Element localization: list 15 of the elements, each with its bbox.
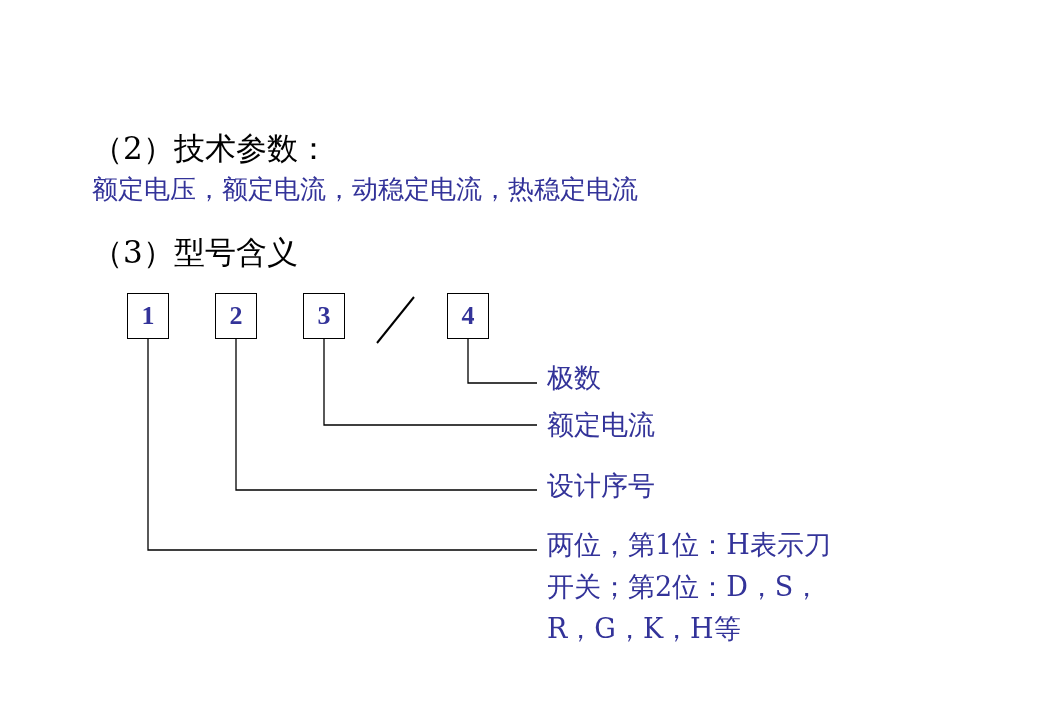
meaning-text: 设计序号 [547,465,655,507]
leader-line [323,338,538,426]
digit-box: 1 [127,293,169,339]
leader-line [235,338,538,491]
meaning-text: 极数 [547,357,601,399]
digit-box: 4 [447,293,489,339]
section-heading: （2）技术参数： [92,130,329,168]
meaning-text: 额定电流 [547,404,655,446]
digit-box: 3 [303,293,345,339]
meaning-text: 两位，第1位：H表示刀开关；第2位：D，S，R，G，K，H等 [547,524,852,650]
parameter-list: 额定电压，额定电流，动稳定电流，热稳定电流 [92,174,638,206]
leader-line [467,338,538,384]
digit-box: 2 [215,293,257,339]
leader-line [147,338,538,551]
section-heading: （3）型号含义 [92,234,298,272]
